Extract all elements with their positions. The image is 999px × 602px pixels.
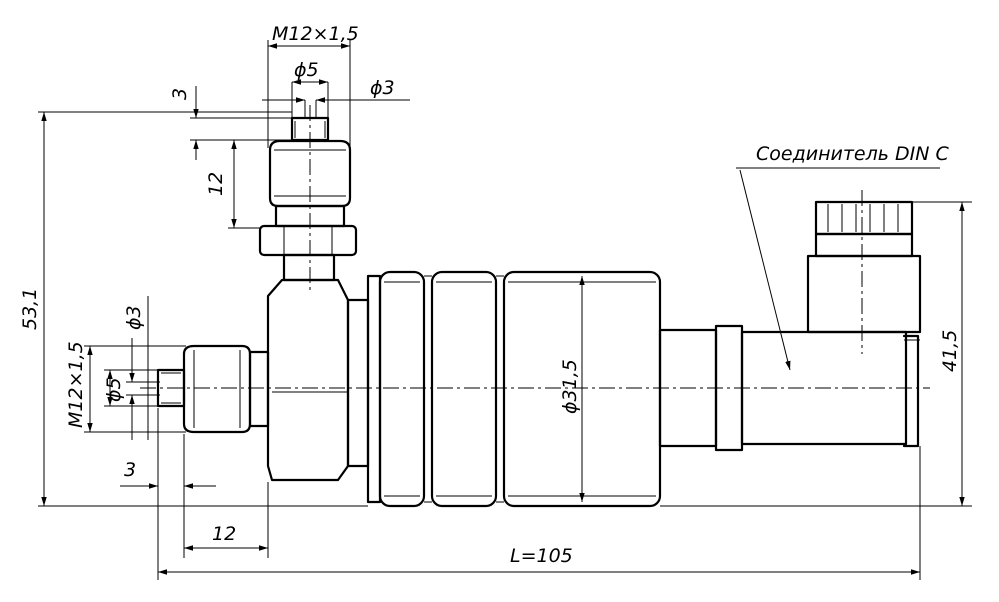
dim-overall-length: L=105 [510,545,573,567]
dim-left-thread: M12×1,5 [65,341,87,428]
dim-top-offset-3: 3 [169,88,191,100]
center-lines [140,105,930,389]
extension-lines [38,40,972,580]
dim-top-height-12: 12 [205,172,227,196]
dim-left-diam-5: ϕ5 [103,377,125,402]
dim-left-length-12: 12 [212,523,236,545]
dim-body-diameter: ϕ31,5 [559,359,581,414]
left-fitting [156,344,270,434]
dim-top-diam-3: ϕ3 [370,77,395,99]
dim-left-offset-3: 3 [124,459,136,481]
dim-overall-height: 53,1 [19,288,41,330]
dimension-lines [41,43,965,575]
adapter-body [266,278,370,482]
dim-left-diam-3: ϕ3 [123,305,145,330]
dimension-texts: M12×1,5 ϕ5 ϕ3 3 12 53,1 M12×1,5 ϕ3 ϕ5 3 … [19,23,961,567]
dim-top-diam-5: ϕ5 [294,59,319,81]
connector [658,200,922,452]
dim-top-thread: M12×1,5 [272,23,359,45]
main-body [366,270,662,508]
dim-connector-height: 41,5 [939,330,961,372]
top-fitting [258,116,358,282]
label-connector: Соединитель DIN C [756,143,949,165]
